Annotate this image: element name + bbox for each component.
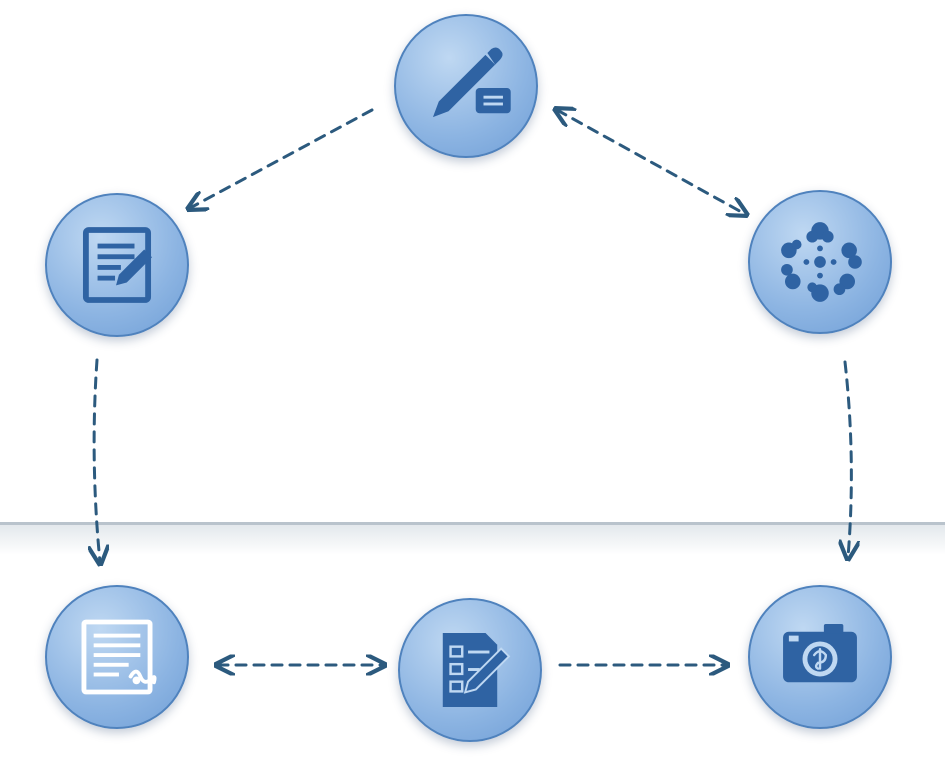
document-signature-icon: [81, 619, 157, 695]
pen-and-card-icon: [432, 47, 511, 118]
node-document-edit: [45, 193, 189, 337]
node-checklist-edit: [398, 598, 542, 742]
node-flower-cluster: [748, 190, 892, 334]
camera-icon: [783, 623, 857, 683]
flower-cluster-icon: [781, 222, 862, 302]
document-edit-icon: [82, 227, 152, 303]
edge-right-to-bottom-right: [845, 360, 851, 557]
node-document-signature: [45, 585, 189, 729]
checklist-edit-icon: [442, 633, 511, 707]
edge-left-to-bottom-left: [94, 358, 100, 562]
edge-top-to-left: [190, 108, 374, 208]
divider-shadow: [0, 525, 945, 555]
horizontal-divider: [0, 522, 945, 525]
node-camera: [748, 585, 892, 729]
node-pen-card: [394, 14, 538, 158]
edge-top-to-right: [557, 110, 745, 214]
